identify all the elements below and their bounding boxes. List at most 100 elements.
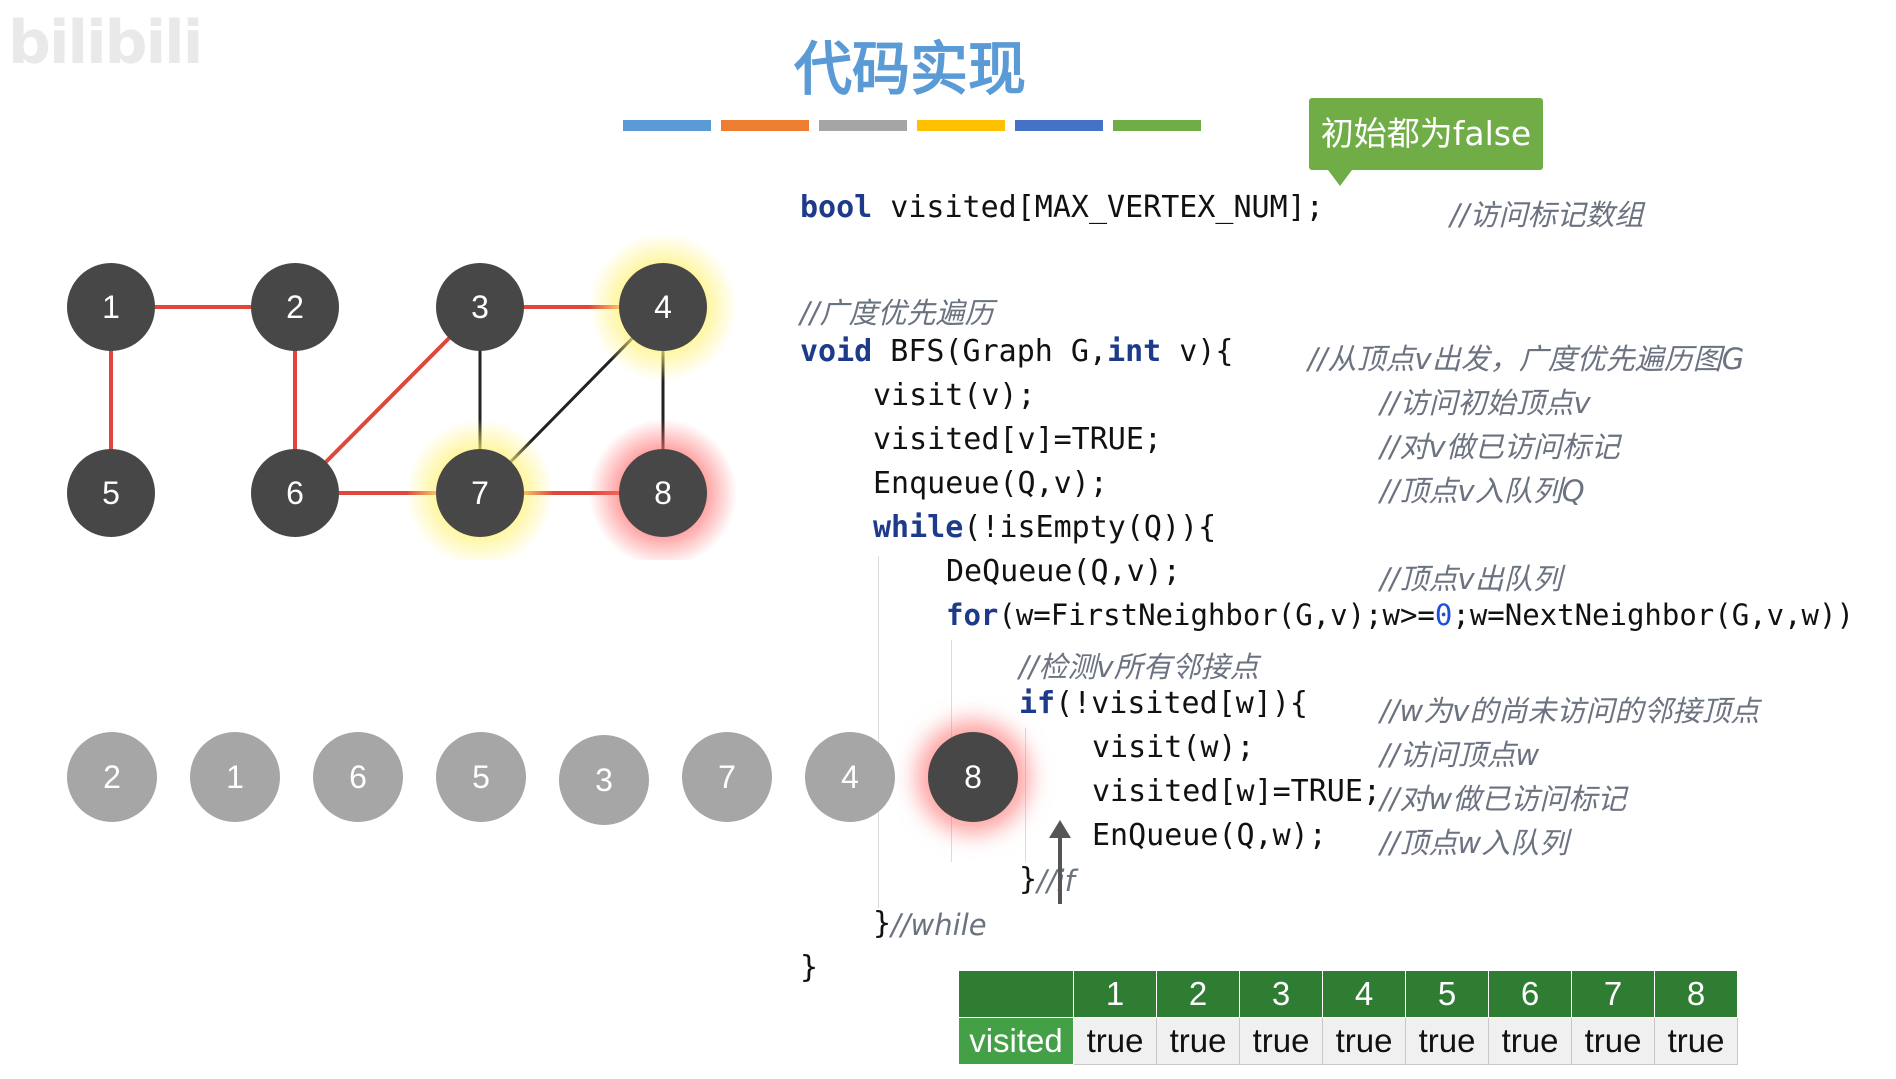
table-header-cell: 3 xyxy=(1239,970,1323,1018)
code-line-13: } xyxy=(1019,862,1038,897)
code-comment: //if xyxy=(1037,864,1075,898)
queue-item: 1 xyxy=(190,732,280,822)
queue-item: 2 xyxy=(67,732,157,822)
queue-item: 3 xyxy=(559,735,649,825)
graph-node-label: 6 xyxy=(286,475,304,511)
code-comment: //访问标记数组 xyxy=(1450,198,1644,232)
table-value-cell: true xyxy=(1571,1017,1655,1065)
code-line-6: DeQueue(Q,v); xyxy=(946,554,1181,589)
code-line-15: } xyxy=(800,950,819,985)
graph-diagram: 1 2 3 4 5 6 7 8 xyxy=(67,233,737,560)
table-header-cell: 2 xyxy=(1156,970,1240,1018)
code-line-5: while(!isEmpty(Q)){ xyxy=(873,510,1216,545)
code-text: v){ xyxy=(1161,334,1234,369)
table-header-cell: 4 xyxy=(1322,970,1406,1018)
bilibili-watermark: bilibili xyxy=(8,8,203,78)
code-text: BFS(Graph G, xyxy=(872,334,1108,369)
table-row-label: visited xyxy=(958,1017,1074,1065)
code-text: ;w=NextNeighbor(G,v,w)) xyxy=(1452,598,1854,632)
graph-node-4 xyxy=(619,263,707,351)
code-comment: //顶点w入队列 xyxy=(1380,826,1569,860)
queue-item: 8 xyxy=(928,732,1018,822)
code-keyword: void xyxy=(800,334,873,369)
code-keyword: int xyxy=(1107,334,1162,369)
graph-node-label: 8 xyxy=(654,475,672,511)
code-comment: //while xyxy=(891,908,987,942)
graph-node-7 xyxy=(436,449,524,537)
code-keyword: for xyxy=(946,598,999,632)
queue-item: 7 xyxy=(682,732,772,822)
code-comment: //顶点v出队列 xyxy=(1380,562,1562,596)
graph-node-label: 2 xyxy=(286,289,304,325)
graph-node-1 xyxy=(67,263,155,351)
code-line-3: visited[v]=TRUE; xyxy=(873,422,1162,457)
color-bar-segment xyxy=(1113,120,1201,131)
code-comment: //访问初始顶点v xyxy=(1380,386,1591,420)
graph-node-5 xyxy=(67,449,155,537)
code-line-9: if(!visited[w]){ xyxy=(1019,686,1308,721)
graph-node-6 xyxy=(251,449,339,537)
code-line-12: EnQueue(Q,w); xyxy=(1092,818,1327,853)
table-header-cell: 6 xyxy=(1488,970,1572,1018)
color-bar-segment xyxy=(721,120,809,131)
callout-initial-false: 初始都为false xyxy=(1309,98,1543,170)
table-value-cell: true xyxy=(1156,1017,1240,1065)
code-line-7: for(w=FirstNeighbor(G,v);w>=0;w=NextNeig… xyxy=(946,598,1854,632)
table-header-cell: 7 xyxy=(1571,970,1655,1018)
table-value-cell: true xyxy=(1654,1017,1738,1065)
queue-item: 4 xyxy=(805,732,895,822)
code-comment: //w为v的尚未访问的邻接顶点 xyxy=(1380,694,1760,728)
code-comment: //从顶点v出发，广度优先遍历图G xyxy=(1308,342,1745,376)
graph-node-label: 1 xyxy=(102,289,120,325)
graph-node-2 xyxy=(251,263,339,351)
graph-node-3 xyxy=(436,263,524,351)
table-corner xyxy=(958,970,1074,1018)
graph-node-label: 7 xyxy=(471,475,489,511)
code-keyword: if xyxy=(1019,686,1056,721)
color-bar-segment xyxy=(1015,120,1103,131)
code-text: (!isEmpty(Q)){ xyxy=(963,510,1217,545)
code-comment: //访问顶点w xyxy=(1380,738,1540,772)
page-title: 代码实现 xyxy=(793,35,1026,103)
table-header-cell: 8 xyxy=(1654,970,1738,1018)
graph-node-8 xyxy=(619,449,707,537)
code-number: 0 xyxy=(1434,598,1453,632)
queue-item: 6 xyxy=(313,732,403,822)
graph-node-label: 4 xyxy=(654,289,672,325)
color-bar-segment xyxy=(819,120,907,131)
color-bar-segment xyxy=(917,120,1005,131)
color-bar-segment xyxy=(623,120,711,131)
code-line-decl: bool visited[MAX_VERTEX_NUM]; xyxy=(800,190,1324,225)
table-value-cell: true xyxy=(1405,1017,1489,1065)
indent-guide xyxy=(1025,728,1026,862)
table-header-cell: 5 xyxy=(1405,970,1489,1018)
table-value-cell: true xyxy=(1488,1017,1572,1065)
code-comment: //对w做已访问标记 xyxy=(1380,782,1627,816)
code-line-2: visit(v); xyxy=(873,378,1036,413)
table-value-cell: true xyxy=(1322,1017,1406,1065)
code-comment: //对v做已访问标记 xyxy=(1380,430,1620,464)
indent-guide xyxy=(878,556,879,908)
code-line-11: visited[w]=TRUE; xyxy=(1092,774,1381,809)
table-value-cell: true xyxy=(1239,1017,1323,1065)
code-keyword: bool xyxy=(800,190,873,225)
graph-node-label: 3 xyxy=(471,289,489,325)
execution-arrow-icon xyxy=(1049,820,1071,904)
code-line-4: Enqueue(Q,v); xyxy=(873,466,1108,501)
table-value-cell: true xyxy=(1073,1017,1157,1065)
code-text: (w=FirstNeighbor(G,v);w>= xyxy=(998,598,1435,632)
code-keyword: while xyxy=(873,510,964,545)
code-line-10: visit(w); xyxy=(1092,730,1255,765)
graph-node-label: 5 xyxy=(102,475,120,511)
code-text: visited[MAX_VERTEX_NUM]; xyxy=(872,190,1324,225)
code-comment: //顶点v入队列Q xyxy=(1380,474,1585,508)
code-line-1: void BFS(Graph G,int v){ xyxy=(800,334,1234,369)
code-text: (!visited[w]){ xyxy=(1055,686,1308,721)
queue-item: 5 xyxy=(436,732,526,822)
code-comment: //检测v所有邻接点 xyxy=(1019,650,1259,684)
code-line-14: } xyxy=(873,906,892,941)
callout-tail xyxy=(1328,170,1352,186)
code-comment-bfs: //广度优先遍历 xyxy=(800,296,994,330)
table-header-cell: 1 xyxy=(1073,970,1157,1018)
